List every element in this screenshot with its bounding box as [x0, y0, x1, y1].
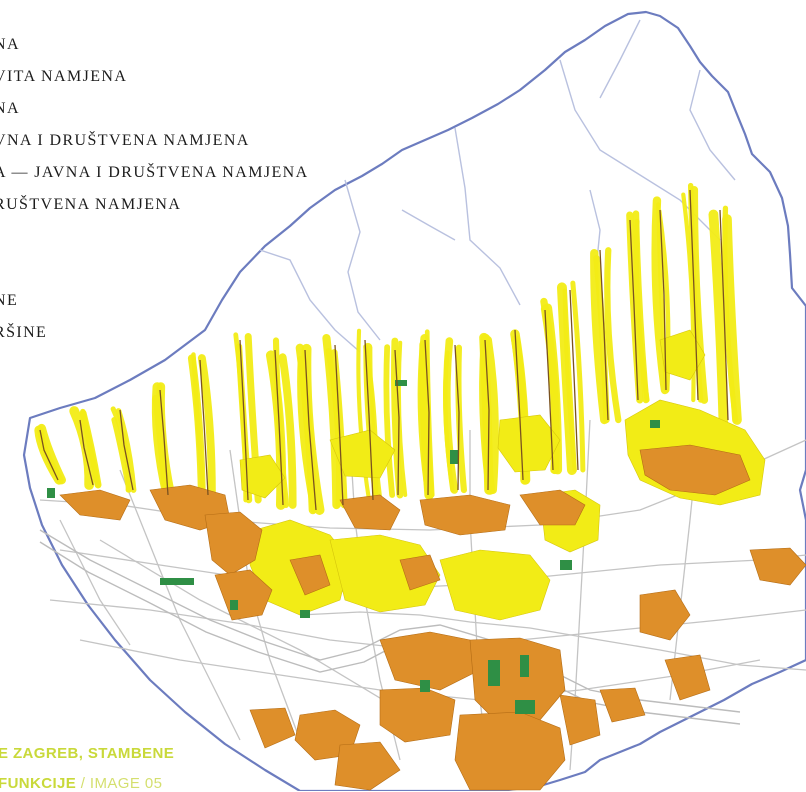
- residential-yellow-zones: [34, 182, 742, 515]
- caption-image-tag: IMAGE 05: [89, 775, 163, 792]
- legend-item-4: VNA I DRUŠTVENA NAMJENA: [0, 132, 250, 149]
- caption-title: FUNKCIJE: [0, 775, 77, 792]
- city-boundary-outline: [22, 10, 806, 791]
- caption-line-1: E ZAGREB, STAMBENE: [0, 745, 175, 762]
- public-green-zones: [47, 380, 660, 714]
- stream-lines: [39, 189, 729, 511]
- caption-separator: /: [76, 775, 90, 792]
- legend-item-6: RUŠTVENA NAMJENA: [0, 196, 182, 213]
- legend-item-1: NA: [0, 36, 20, 53]
- legend-item-2: VITA NAMJENA: [0, 68, 128, 85]
- caption-line-2: FUNKCIJE / IMAGE 05: [0, 775, 162, 792]
- legend-item-3: NA: [0, 100, 20, 117]
- legend-item-5: A — JAVNA I DRUŠTVENA NAMJENA: [0, 164, 309, 181]
- mixed-use-orange-zones: [59, 444, 806, 791]
- legend-item-7: NE: [0, 292, 19, 309]
- legend-item-8: RŠINE: [0, 324, 48, 341]
